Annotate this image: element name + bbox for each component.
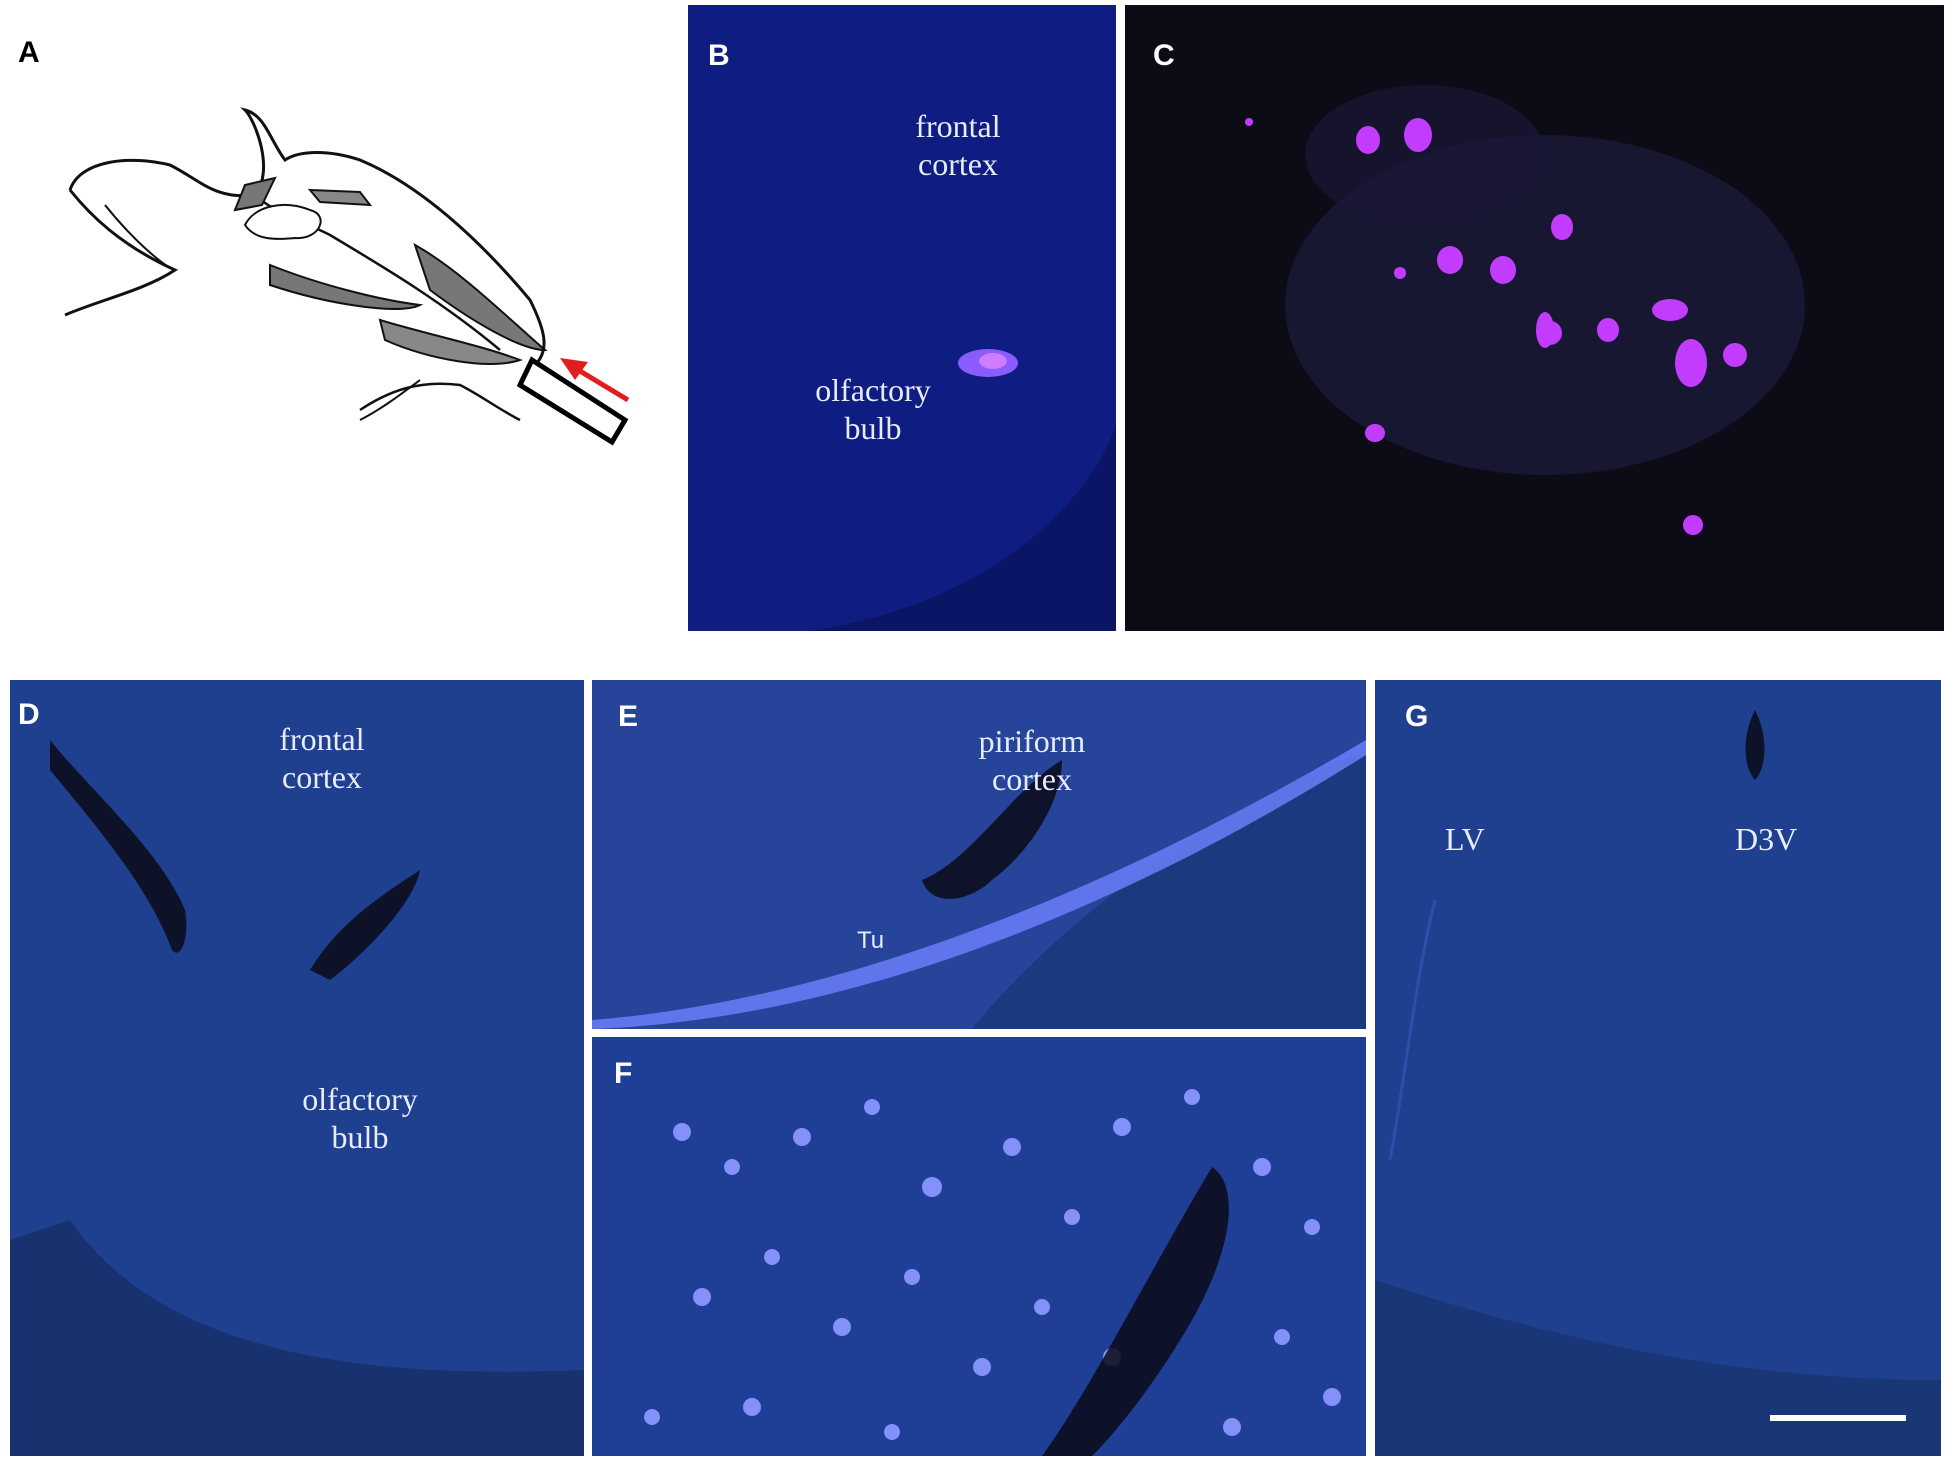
panel-e-tissue [592,680,1366,1029]
panel-c-letter: C [1153,39,1175,72]
label-bulb: bulb [331,1119,389,1155]
panel-b-tissue [688,5,1116,631]
scale-bar [1770,1415,1906,1421]
panel-b-micrograph: B frontal cortex olfactory bulb [688,5,1116,631]
d3v-label: D3V [1735,821,1798,857]
label-frontal: frontal [279,721,365,757]
tu-label: Tu [857,927,885,954]
label-piriform: piriform [978,723,1086,759]
frontal-cortex-label-d: frontal cortex [222,720,422,796]
panel-a-schematic: A [0,0,680,630]
panel-c-micrograph: C [1125,5,1944,631]
panel-f-tissue [592,1037,1366,1456]
label-cortex: cortex [918,146,998,182]
panel-b-letter: B [708,39,730,72]
panel-e-letter: E [618,700,639,733]
panel-d-micrograph: D frontal cortex olfactory bulb [10,680,584,1456]
panel-a-letter: A [18,36,40,69]
mouse-head-drawing [64,107,630,446]
label-cortex: cortex [992,761,1072,797]
panel-d-tissue [10,680,584,1456]
panel-e-micrograph: E piriform cortex Tu [592,680,1366,1029]
panel-g-tissue [1375,680,1941,1456]
panel-f-letter: F [614,1057,633,1090]
lv-label: LV [1445,821,1485,857]
label-bulb: bulb [844,410,902,446]
label-cortex: cortex [282,759,362,795]
olfactory-bulb-label-d: olfactory bulb [260,1080,460,1156]
label-olfactory: olfactory [302,1081,418,1117]
panel-c-nuclei [1245,85,1805,535]
olfactory-bulb-label-b: olfactory bulb [773,371,973,447]
panel-f-micrograph: F [592,1037,1366,1456]
piriform-cortex-label: piriform cortex [932,722,1132,798]
frontal-cortex-label-b: frontal cortex [858,107,1058,183]
label-olfactory: olfactory [815,372,931,408]
panel-g-micrograph: G LV D3V [1375,680,1941,1456]
panel-d-letter: D [18,698,40,731]
panel-g-letter: G [1405,700,1429,733]
label-frontal: frontal [915,108,1001,144]
